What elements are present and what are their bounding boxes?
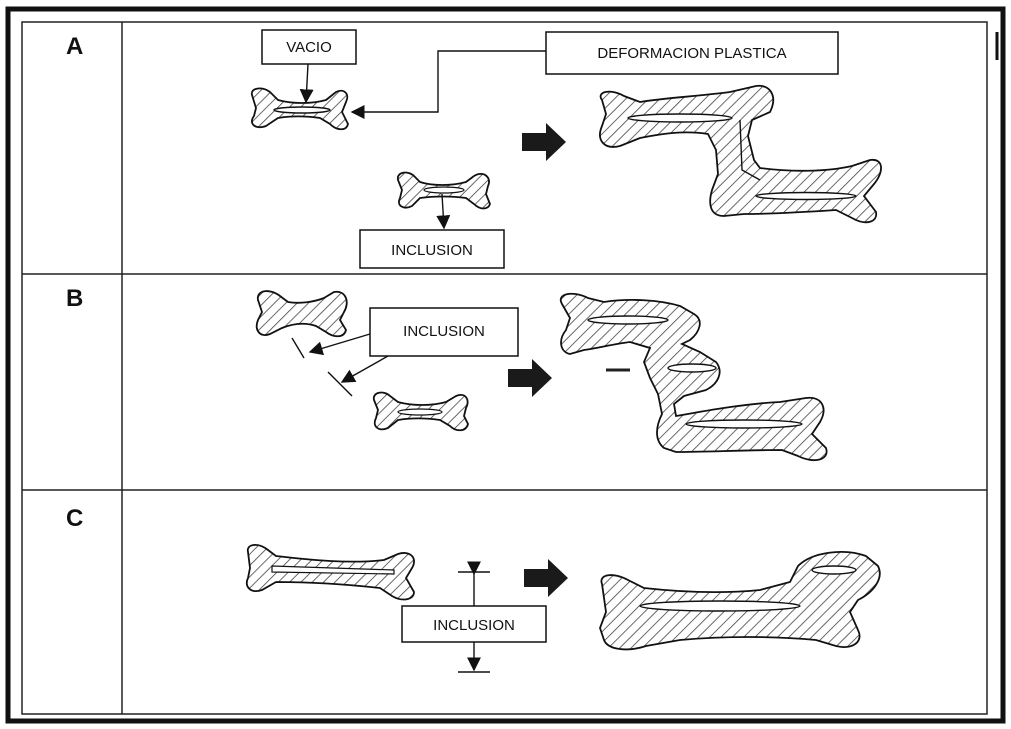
row-letter-a: A [66,33,83,60]
bone-b-upper [257,291,347,336]
row-c-panel: INCLUSION [247,545,880,672]
inclusion-label-a: INCLUSION [391,242,473,259]
inclusion-label-c: INCLUSION [433,617,515,634]
inclusion-mark-2 [328,372,352,396]
bone-b-lower [374,393,468,431]
bone-c-long [247,545,414,600]
deformacion-label: DEFORMACION PLASTICA [597,45,786,62]
bone-with-inclusion-a [398,173,490,209]
inclusion-callout-c: INCLUSION [402,606,546,642]
row-letter-c: C [66,505,83,532]
inclusion-mark-1 [292,338,304,358]
row-letter-b: B [66,285,83,312]
bone-with-void [252,88,348,129]
deformed-result-b [561,294,827,460]
process-arrow-c [524,559,568,597]
process-arrow-b [508,359,552,397]
deformed-result-c [600,552,880,649]
row-b-panel: INCLUSION [257,291,827,460]
inclusion-label-b: INCLUSION [403,323,485,340]
row-a-panel: VACIO DEFORMACION PLASTICA INCLUSION [252,30,881,268]
deformed-result-a [600,86,881,222]
process-arrow-a [522,123,566,161]
vacio-label: VACIO [286,39,332,56]
